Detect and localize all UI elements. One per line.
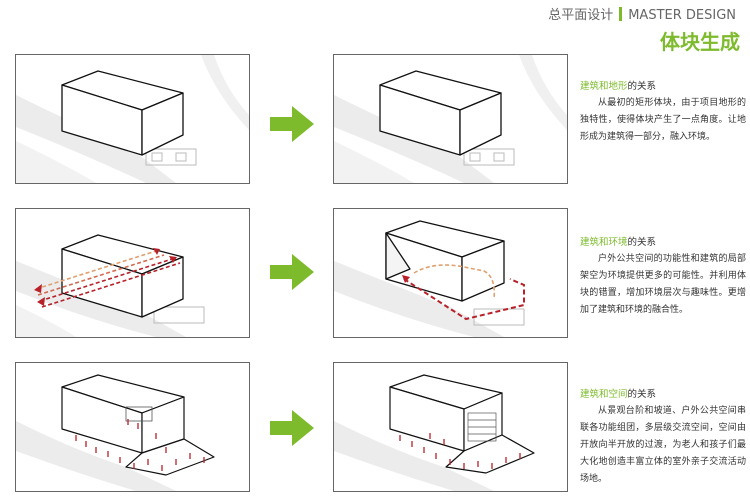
row-1-body: 从最初的矩形体块，由于项目地形的独特性，使得体块产生了一点角度。让地形成为建筑得… bbox=[580, 98, 746, 142]
arrow-right-icon bbox=[270, 254, 314, 290]
section-title-cn: 总平面设计 bbox=[548, 8, 614, 23]
row-1-description: 建筑和地形的关系 从最初的矩形体块，由于项目地形的独特性，使得体块产生了一点角度… bbox=[580, 78, 746, 146]
row-1-heading-highlight: 建筑和地形 bbox=[580, 81, 628, 92]
diagram-space-1 bbox=[15, 362, 250, 492]
row-1-heading-rest: 的关系 bbox=[627, 81, 657, 92]
arrow-right-icon bbox=[270, 106, 314, 142]
diagram-environment-2 bbox=[333, 208, 568, 338]
row-2-heading-rest: 的关系 bbox=[627, 237, 657, 248]
divider-bar bbox=[619, 7, 623, 21]
page-title: 体块生成 bbox=[660, 30, 740, 54]
diagram-environment-1 bbox=[15, 208, 250, 338]
row-3-heading-highlight: 建筑和空间 bbox=[580, 389, 628, 400]
section-header: 总平面设计 MASTER DESIGN bbox=[548, 4, 736, 23]
row-2-description: 建筑和环境的关系 户外公共空间的功能性和建筑的局部架空为环境提供更多的可能性。并… bbox=[580, 234, 746, 319]
row-2-heading-highlight: 建筑和环境 bbox=[580, 237, 628, 248]
arrow-right-icon bbox=[270, 410, 314, 446]
row-2-body: 户外公共空间的功能性和建筑的局部架空为环境提供更多的可能性。并利用体块的错置，增… bbox=[580, 254, 746, 315]
section-title-en: MASTER DESIGN bbox=[628, 8, 736, 23]
row-3-heading-rest: 的关系 bbox=[627, 389, 657, 400]
diagram-terrain-2 bbox=[333, 54, 568, 184]
row-3-description: 建筑和空间的关系 从景观台阶和坡道、户外公共空间串联各功能组团，多层级交流空间，… bbox=[580, 386, 746, 488]
row-3-body: 从景观台阶和坡道、户外公共空间串联各功能组团，多层级交流空间，空间由开放向半开放… bbox=[580, 406, 746, 484]
diagram-terrain-1 bbox=[15, 54, 250, 184]
diagram-space-2 bbox=[333, 362, 568, 492]
